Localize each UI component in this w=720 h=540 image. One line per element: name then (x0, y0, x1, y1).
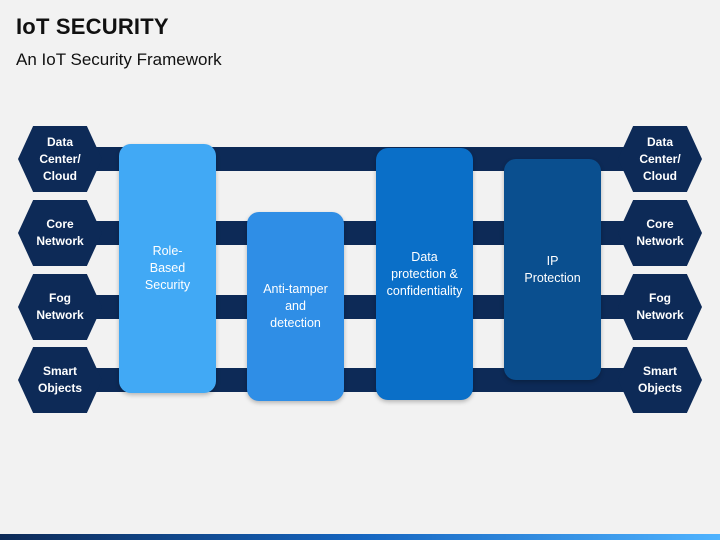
hex-right-core-network: Core Network (618, 200, 702, 266)
hex-right-cloud: Data Center/ Cloud (618, 126, 702, 192)
pillar-anti-tamper-detection: Anti-tamper and detection (247, 212, 344, 401)
hex-left-fog-network: Fog Network (18, 274, 102, 340)
page-subtitle: An IoT Security Framework (16, 50, 222, 69)
pillar-data-protection: Data protection & confidentiality (376, 148, 473, 400)
pillar-ip-protection: IP Protection (504, 159, 601, 380)
hex-left-cloud: Data Center/ Cloud (18, 126, 102, 192)
footer-stripe (0, 534, 720, 540)
page-title: IoT SECURITY (16, 14, 169, 39)
hex-left-core-network: Core Network (18, 200, 102, 266)
pillar-role-based-security: Role- Based Security (119, 144, 216, 393)
hex-right-smart-objects: Smart Objects (618, 347, 702, 413)
hex-left-smart-objects: Smart Objects (18, 347, 102, 413)
hex-right-fog-network: Fog Network (618, 274, 702, 340)
